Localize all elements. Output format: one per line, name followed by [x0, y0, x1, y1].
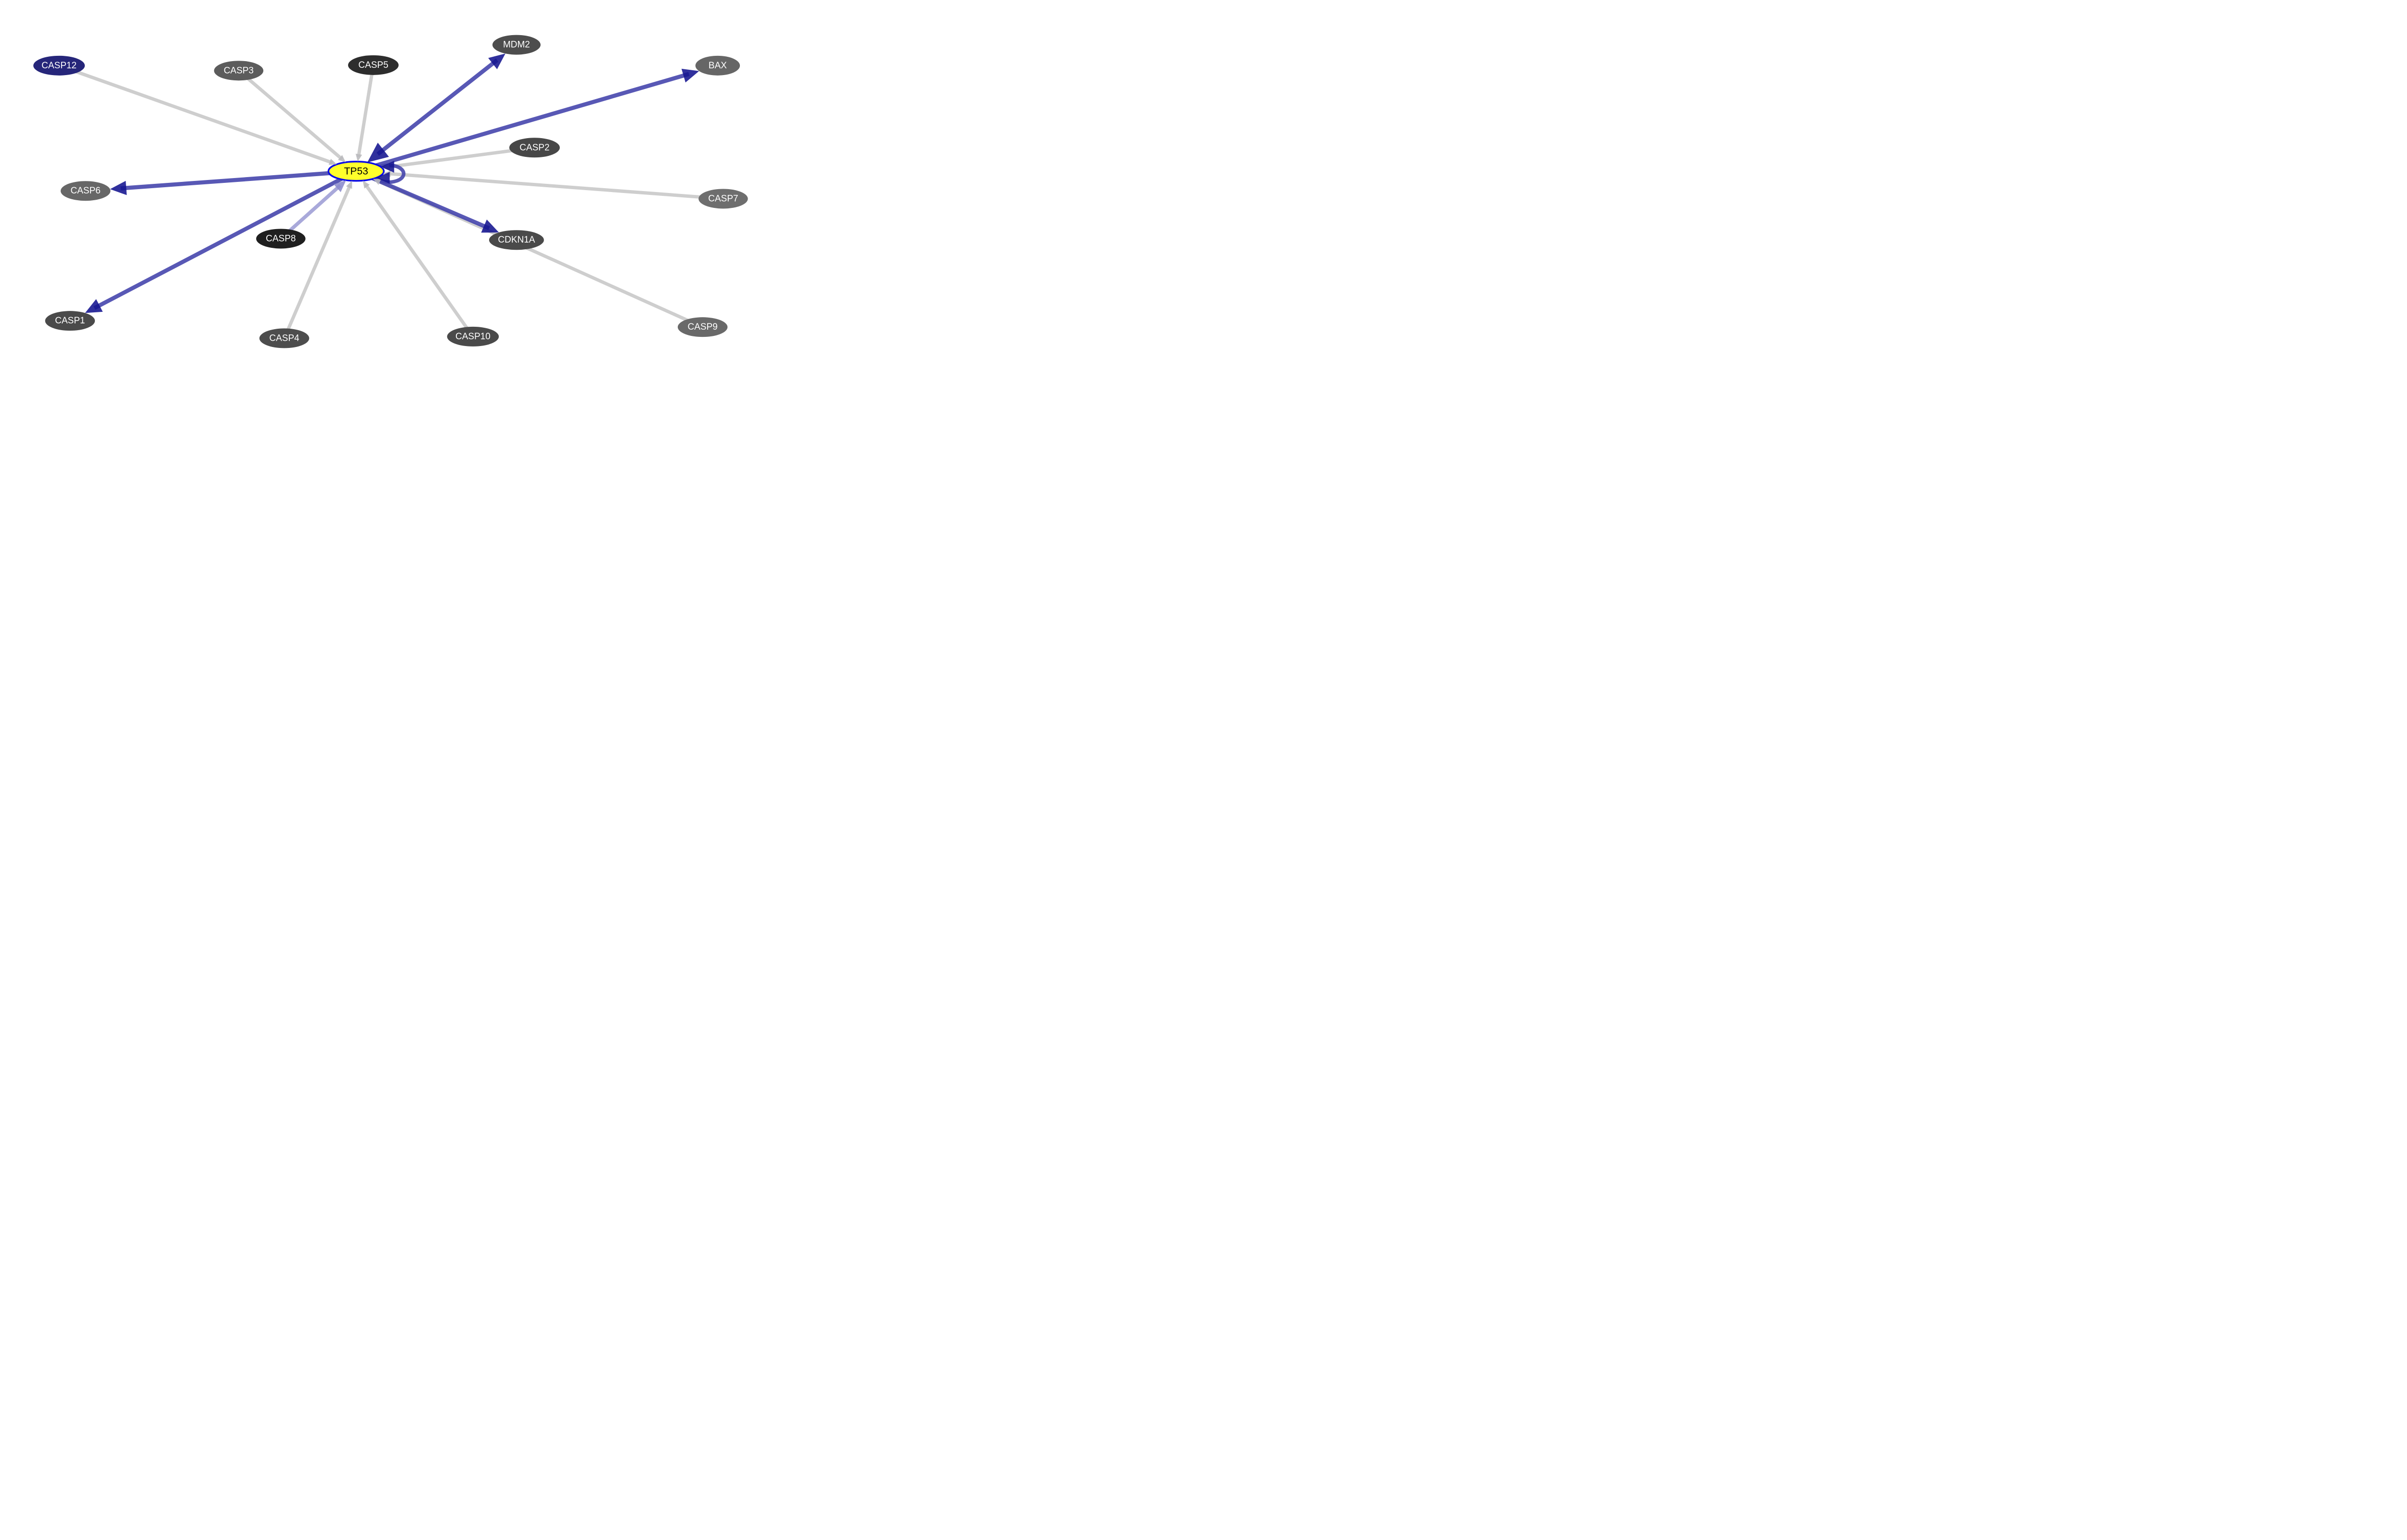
node-CASP10[interactable]: CASP10 — [447, 326, 499, 346]
arrowhead-TP53-to-CASP1 — [85, 299, 103, 313]
edge-TP53-CASP6 — [120, 169, 357, 191]
node-ellipse-CASP9[interactable] — [677, 317, 728, 337]
node-CASP2[interactable]: CASP2 — [509, 138, 560, 158]
arrowhead-CASP12-to-TP53 — [328, 158, 337, 165]
arrowhead-CASP3-to-TP53 — [337, 154, 346, 163]
arrowhead-TP53-to-MDM2 — [488, 53, 505, 69]
arrowhead-MDM2-to-TP53 — [367, 142, 389, 163]
node-ellipse-CASP10[interactable] — [447, 326, 499, 346]
edge-TP53-CASP1 — [93, 169, 357, 310]
node-CASP4[interactable]: CASP4 — [259, 328, 310, 348]
edge-TP53-BAX — [355, 72, 690, 173]
arrowhead-TP53-to-CDKN1A — [481, 219, 499, 233]
node-ellipse-CASP6[interactable] — [60, 181, 111, 201]
arrows-layer — [85, 53, 699, 313]
node-CDKN1A[interactable]: CDKN1A — [489, 230, 544, 250]
node-CASP6[interactable]: CASP6 — [60, 181, 111, 201]
arrowhead-self-loop-top — [380, 161, 394, 173]
node-ellipse-CASP3[interactable] — [214, 61, 264, 81]
node-ellipse-CASP4[interactable] — [259, 328, 310, 348]
node-ellipse-CASP8[interactable] — [256, 229, 306, 249]
edge-CASP2-TP53 — [387, 146, 535, 169]
node-ellipse-CASP7[interactable] — [699, 189, 748, 209]
node-ellipse-TP53[interactable] — [327, 161, 385, 182]
node-CASP12[interactable]: CASP12 — [33, 55, 85, 76]
edge-TP53-MDM2 — [376, 58, 499, 156]
arrowhead-CASP10-to-TP53 — [362, 180, 370, 189]
arrowhead-self-loop-bottom — [376, 172, 390, 184]
node-CASP1[interactable]: CASP1 — [45, 311, 95, 331]
arrowhead-CASP8-to-TP53 — [334, 180, 346, 192]
edge-CASP4-TP53 — [283, 184, 352, 339]
node-CASP7[interactable]: CASP7 — [699, 189, 748, 209]
node-ellipse-BAX[interactable] — [695, 55, 740, 76]
node-TP53[interactable]: TP53 — [327, 161, 385, 182]
edge-CASP7-TP53 — [388, 172, 724, 201]
node-ellipse-CASP5[interactable] — [348, 55, 399, 75]
arrowhead-TP53-to-CASP6 — [110, 180, 127, 195]
arrowhead-CASP5-to-TP53 — [355, 154, 362, 162]
edge-CASP10-TP53 — [364, 183, 475, 338]
edge-CASP5-TP53 — [357, 64, 375, 157]
arrowhead-TP53-to-BAX — [681, 68, 699, 83]
node-ellipse-MDM2[interactable] — [492, 35, 541, 55]
node-MDM2[interactable]: MDM2 — [492, 35, 541, 55]
node-CASP3[interactable]: CASP3 — [214, 61, 264, 81]
node-CASP5[interactable]: CASP5 — [348, 55, 399, 75]
edge-CASP3-TP53 — [237, 69, 343, 161]
node-ellipse-CASP2[interactable] — [509, 138, 560, 158]
node-ellipse-CASP12[interactable] — [33, 55, 85, 76]
node-ellipse-CDKN1A[interactable] — [489, 230, 544, 250]
node-BAX[interactable]: BAX — [695, 55, 740, 76]
arrowhead-CASP9-to-TP53 — [373, 179, 381, 185]
edges-layer — [58, 58, 724, 339]
node-CASP8[interactable]: CASP8 — [256, 229, 306, 249]
arrowhead-CASP4-to-TP53 — [346, 180, 352, 189]
edge-CASP12-TP53 — [58, 64, 333, 165]
node-CASP9[interactable]: CASP9 — [677, 317, 728, 337]
node-ellipse-CASP1[interactable] — [45, 311, 95, 331]
